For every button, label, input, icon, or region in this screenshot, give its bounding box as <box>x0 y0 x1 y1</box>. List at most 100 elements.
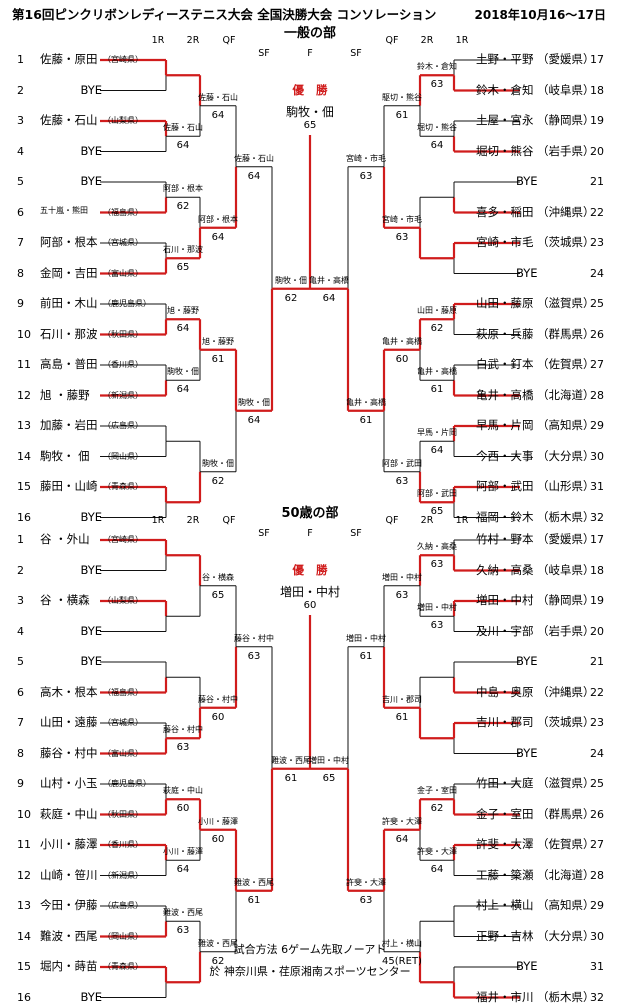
player-pair: 喜多・稲田 <box>476 204 534 219</box>
player-pair: 土野・平野 <box>476 52 534 66</box>
player-pair: 佐藤・原田 <box>40 52 98 66</box>
seed-number: 32 <box>590 990 604 1004</box>
seed-number: 14 <box>17 929 31 943</box>
seed-number: 6 <box>17 205 24 219</box>
seed-number: 3 <box>17 114 24 127</box>
round-label-sf: SF <box>258 528 270 539</box>
round-label-2r: 2R <box>186 35 200 46</box>
player-pair: 高木・根本 <box>40 684 98 699</box>
match-score: 63 <box>395 589 409 601</box>
player-prefecture: （宮崎県） <box>103 55 143 64</box>
player-pair: 亀井・高橋 <box>476 387 534 402</box>
match-winner: 佐藤・石山 <box>198 92 238 102</box>
final-side-winner: 亀井・高橋 <box>309 275 349 285</box>
match-winner: 早馬・片岡 <box>417 428 457 438</box>
player-pair: 堀切・熊谷 <box>476 143 534 158</box>
player-prefecture: （静岡県） <box>537 113 595 127</box>
match-winner: 吉川・郡司 <box>382 694 422 704</box>
match-score: 61 <box>395 711 409 723</box>
match-winner: 亀井・高橋 <box>346 397 386 407</box>
match-score: 63 <box>359 894 373 906</box>
player-pair: 堀内・蒔苗 <box>40 959 98 973</box>
player-prefecture: （宮城県） <box>103 238 143 247</box>
seed-number: 28 <box>590 388 604 402</box>
seed-number: 5 <box>17 655 24 668</box>
seed-number: 27 <box>590 838 604 851</box>
seed-number: 15 <box>17 960 31 973</box>
match-winner: 駒牧・佃 <box>202 458 234 468</box>
seed-number: 10 <box>17 327 31 341</box>
seed-number: 19 <box>590 114 604 127</box>
player-bye: BYE <box>80 623 102 638</box>
player-prefecture: （青森県） <box>103 482 143 491</box>
player-pair: 許斐・大澤 <box>476 837 534 851</box>
round-label-qf: QF <box>385 35 399 46</box>
player-prefecture: （愛媛県） <box>537 532 595 546</box>
match-score: 60 <box>211 711 225 723</box>
player-prefecture: （高知県） <box>537 418 595 432</box>
match-score: 64 <box>176 384 190 396</box>
player-pair: 中島・奥原 <box>476 684 534 699</box>
match-score: 64 <box>211 231 225 243</box>
player-prefecture: （鹿児島県） <box>103 779 151 788</box>
match-score: 63 <box>430 79 444 91</box>
seed-number: 18 <box>590 83 604 97</box>
player-prefecture: （鹿児島県） <box>103 299 151 308</box>
player-bye: BYE <box>516 174 538 188</box>
seed-number: 22 <box>590 685 604 699</box>
round-label-1r: 1R <box>455 35 469 46</box>
player-pair: 竹田・大庭 <box>476 776 534 790</box>
player-pair: 工藤・簗瀬 <box>476 867 534 882</box>
seed-number: 11 <box>17 358 31 371</box>
round-label-qf: QF <box>222 515 236 526</box>
player-prefecture: （群馬県） <box>537 806 595 821</box>
player-prefecture: （広島県） <box>103 421 143 430</box>
seed-number: 21 <box>590 655 604 668</box>
player-pair: 鈴木・倉知 <box>476 82 534 97</box>
match-winner: 阿部・武田 <box>417 489 457 499</box>
match-score: 64 <box>247 414 261 426</box>
player-prefecture: （北海道） <box>537 387 595 402</box>
player-pair: 及川・宇部 <box>476 623 534 638</box>
player-pair: 宮崎・市毛 <box>476 235 534 249</box>
player-bye: BYE <box>80 174 102 188</box>
player-prefecture: （岐阜県） <box>537 562 595 577</box>
match-score: 61 <box>359 414 373 426</box>
seed-number: 25 <box>590 777 604 790</box>
player-prefecture: （栃木県） <box>537 989 595 1004</box>
match-winner: 藤谷・村中 <box>198 694 238 704</box>
match-score: 64 <box>430 140 444 152</box>
seed-number: 7 <box>17 236 24 249</box>
match-winner: 増田・中村 <box>417 603 457 613</box>
player-pair: 五十嵐・熊田 <box>40 205 88 215</box>
match-winner: 宮崎・市毛 <box>346 153 386 163</box>
player-pair: 金子・室田 <box>476 806 534 821</box>
final-side-winner: 駒牧・佃 <box>275 275 307 285</box>
player-pair: 藤谷・村中 <box>40 745 98 760</box>
player-prefecture: （茨城県） <box>537 715 595 729</box>
seed-number: 28 <box>590 868 604 882</box>
seed-number: 19 <box>590 594 604 607</box>
player-prefecture: （宮城県） <box>103 718 143 727</box>
match-score: 64 <box>247 170 261 182</box>
player-pair: 阿部・根本 <box>40 235 98 249</box>
round-label-qf: QF <box>385 515 399 526</box>
match-score: 64 <box>176 864 190 876</box>
match-winner: 許斐・大澤 <box>417 847 457 857</box>
seed-number: 7 <box>17 716 24 729</box>
seed-number: 23 <box>590 716 604 729</box>
seed-number: 31 <box>590 480 604 493</box>
match-winner: 山田・藤原 <box>417 306 457 316</box>
player-pair: 谷 ・横森 <box>40 593 90 607</box>
player-prefecture: （群馬県） <box>537 326 595 341</box>
player-pair: 今田・伊藤 <box>40 898 98 912</box>
player-prefecture: （北海道） <box>537 867 595 882</box>
seed-number: 24 <box>590 746 604 760</box>
player-pair: 藤田・山崎 <box>40 479 98 493</box>
player-pair: 駒牧・ 佃 <box>40 448 90 463</box>
player-prefecture: （沖縄県） <box>537 204 595 219</box>
player-pair: 村上・横山 <box>476 898 534 912</box>
match-winner: 佐藤・石山 <box>163 123 203 133</box>
round-label-qf: QF <box>222 35 236 46</box>
seed-number: 18 <box>590 563 604 577</box>
